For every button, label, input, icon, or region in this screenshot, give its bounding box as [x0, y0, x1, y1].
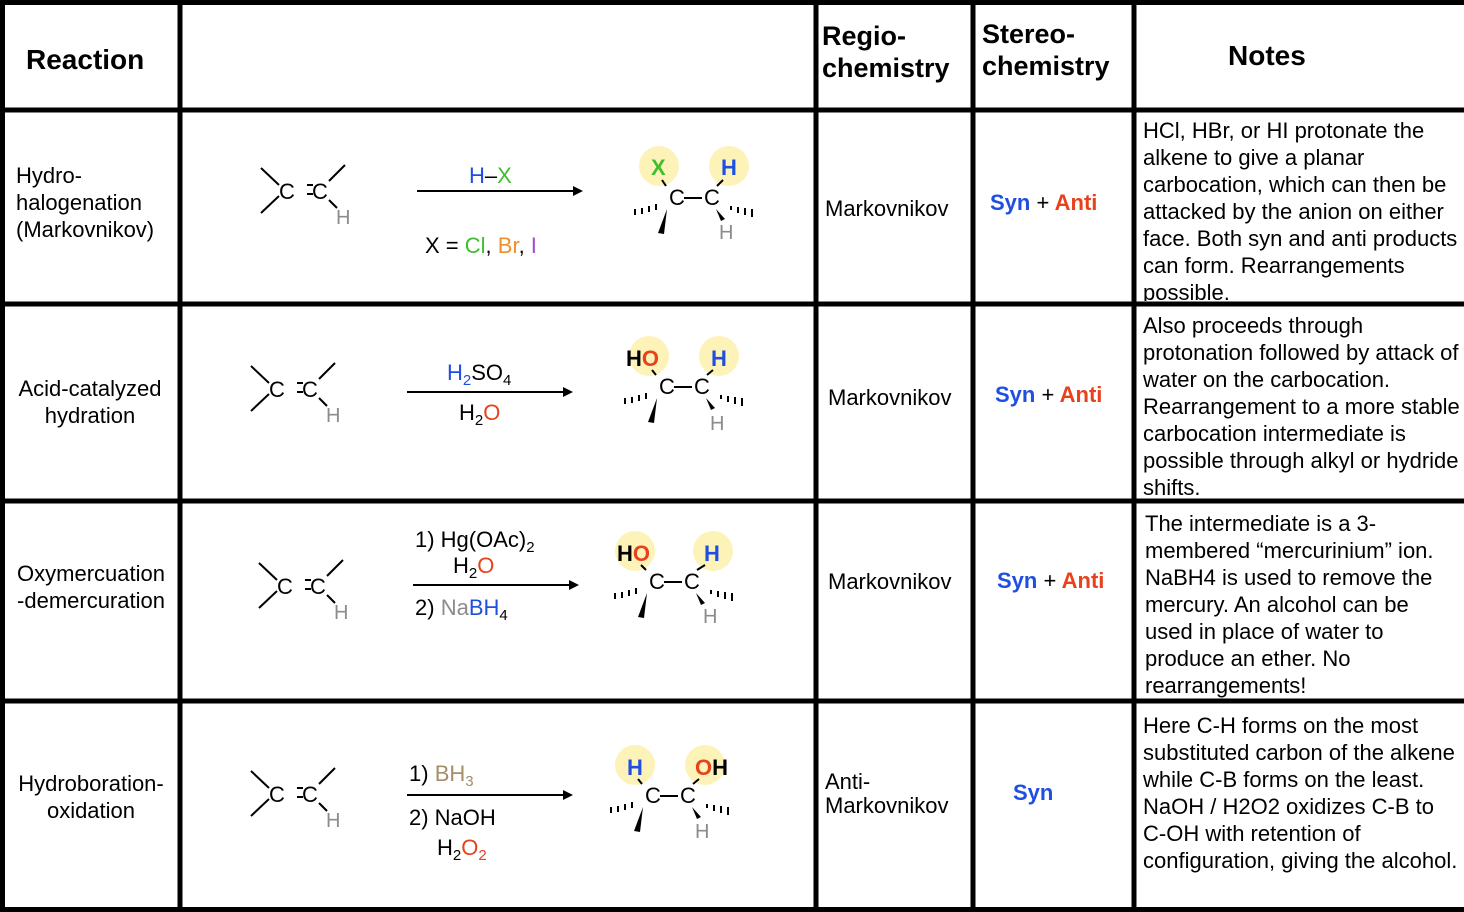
- row2-name-line2: hydration: [44, 403, 136, 428]
- row1-alkene: [260, 164, 346, 214]
- header-reaction: Reaction: [26, 44, 145, 75]
- row1-stereo-plus: +: [1036, 190, 1050, 215]
- svg-text:C: C: [302, 377, 318, 402]
- svg-text:HO: HO: [626, 346, 659, 371]
- row4-regiochemistry: Anti- Markovnikov: [825, 770, 948, 818]
- header-regiochemistry: Regio- chemistry: [822, 20, 950, 84]
- row3-regio-text: Markovnikov: [828, 569, 952, 594]
- svg-text:1) BH3: 1) BH3: [409, 761, 474, 790]
- row3-name-line2: -demercuration: [17, 588, 165, 613]
- header-stereo-line2: chemistry: [982, 51, 1110, 81]
- svg-text:2) NaBH4: 2) NaBH4: [415, 595, 508, 624]
- svg-text:C: C: [659, 374, 675, 399]
- row1-stereochemistry: Syn + Anti: [990, 190, 1097, 216]
- svg-text:H2O: H2O: [453, 553, 494, 582]
- row1-stereo-anti: Anti: [1054, 190, 1098, 215]
- row2-stereo-plus: +: [1041, 382, 1055, 407]
- row3-name-line1: Oxymercuation: [17, 561, 165, 586]
- svg-text:2) NaOH: 2) NaOH: [409, 805, 496, 830]
- svg-text:H2SO4: H2SO4: [447, 360, 511, 389]
- svg-text:C: C: [310, 574, 326, 599]
- svg-text:H: H: [703, 606, 717, 628]
- svg-text:OH: OH: [695, 755, 728, 780]
- svg-text:H2O2: H2O2: [437, 835, 487, 864]
- svg-text:H–X: H–X: [469, 163, 512, 188]
- row2-stereo-anti: Anti: [1059, 382, 1103, 407]
- svg-text:C: C: [645, 783, 661, 808]
- row4-reaction-name: Hydroboration- oxidation: [8, 770, 174, 824]
- header-regio-line2: chemistry: [822, 53, 950, 83]
- row4-regio-line1: Anti-: [825, 769, 871, 794]
- svg-text:C: C: [269, 377, 285, 402]
- row3-stereo-plus: +: [1043, 568, 1057, 593]
- svg-text:C: C: [704, 185, 720, 210]
- row4-stereo-syn: Syn: [1013, 780, 1054, 805]
- row2-name-line1: Acid-catalyzed: [18, 376, 162, 401]
- svg-text:H: H: [326, 810, 340, 832]
- row3-reaction-name: Oxymercuation -demercuration: [8, 560, 174, 614]
- svg-text:C: C: [277, 574, 293, 599]
- svg-text:C: C: [269, 782, 285, 807]
- row2-stereochemistry: Syn + Anti: [995, 382, 1102, 408]
- row2-stereo-syn: Syn: [995, 382, 1036, 407]
- svg-text:H: H: [334, 602, 348, 624]
- row4-regio-line2: Markovnikov: [825, 793, 949, 818]
- header-stereo-line1: Stereo-: [982, 19, 1076, 49]
- svg-text:1) Hg(OAc)2: 1) Hg(OAc)2: [415, 527, 535, 556]
- svg-text:H: H: [627, 755, 643, 780]
- row2-notes: Also proceeds through protonation follow…: [1143, 313, 1460, 498]
- svg-text:C: C: [279, 179, 295, 204]
- svg-text:H: H: [719, 222, 733, 244]
- svg-text:H: H: [695, 821, 709, 843]
- row1-name-line2: halogenation: [16, 190, 143, 215]
- svg-text:H: H: [721, 155, 737, 180]
- svg-text:H: H: [710, 413, 724, 435]
- svg-text:X: X: [651, 155, 666, 180]
- row3-stereo-anti: Anti: [1061, 568, 1105, 593]
- header-regio-line1: Regio-: [822, 21, 906, 51]
- svg-text:X = Cl, Br, I: X = Cl, Br, I: [425, 233, 537, 258]
- svg-text:H: H: [711, 346, 727, 371]
- row4-stereochemistry: Syn: [1013, 780, 1053, 806]
- svg-text:C: C: [312, 179, 328, 204]
- svg-text:C: C: [694, 374, 710, 399]
- row3-stereochemistry: Syn + Anti: [997, 568, 1104, 594]
- header-stereochemistry: Stereo- chemistry: [982, 18, 1110, 82]
- row2-reaction-name: Acid-catalyzed hydration: [10, 375, 170, 429]
- svg-text:H: H: [336, 207, 350, 229]
- svg-text:C: C: [669, 185, 685, 210]
- row4-name-line2: oxidation: [46, 798, 136, 823]
- row1-regiochemistry: Markovnikov: [825, 197, 948, 221]
- row3-notes: The intermediate is a 3-membered “mercur…: [1145, 511, 1434, 698]
- svg-text:HO: HO: [617, 541, 650, 566]
- svg-text:C: C: [680, 783, 696, 808]
- svg-text:H: H: [704, 541, 720, 566]
- row1-name-line3: (Markovnikov): [16, 217, 155, 242]
- row4-notes: Here C-H forms on the most substituted c…: [1143, 713, 1458, 873]
- row2-regiochemistry: Markovnikov: [828, 386, 951, 410]
- row1-reaction-name: Hydro- halogenation (Markovnikov): [16, 162, 154, 243]
- row3-stereo-syn: Syn: [997, 568, 1038, 593]
- row3-regiochemistry: Markovnikov: [828, 570, 951, 594]
- row2-regio-text: Markovnikov: [828, 385, 952, 410]
- row1-name-line1: Hydro-: [16, 163, 83, 188]
- svg-text:C: C: [684, 569, 700, 594]
- row4-name-line1: Hydroboration-: [18, 771, 164, 796]
- svg-text:H2O: H2O: [459, 400, 500, 429]
- svg-text:C: C: [302, 782, 318, 807]
- row1-stereo-syn: Syn: [990, 190, 1031, 215]
- svg-text:H: H: [326, 405, 340, 427]
- header-notes: Notes: [1228, 40, 1306, 71]
- row1-notes: HCl, HBr, or HI protonate the alkene to …: [1143, 118, 1458, 301]
- svg-text:C: C: [649, 569, 665, 594]
- row1-regio-text: Markovnikov: [825, 196, 949, 221]
